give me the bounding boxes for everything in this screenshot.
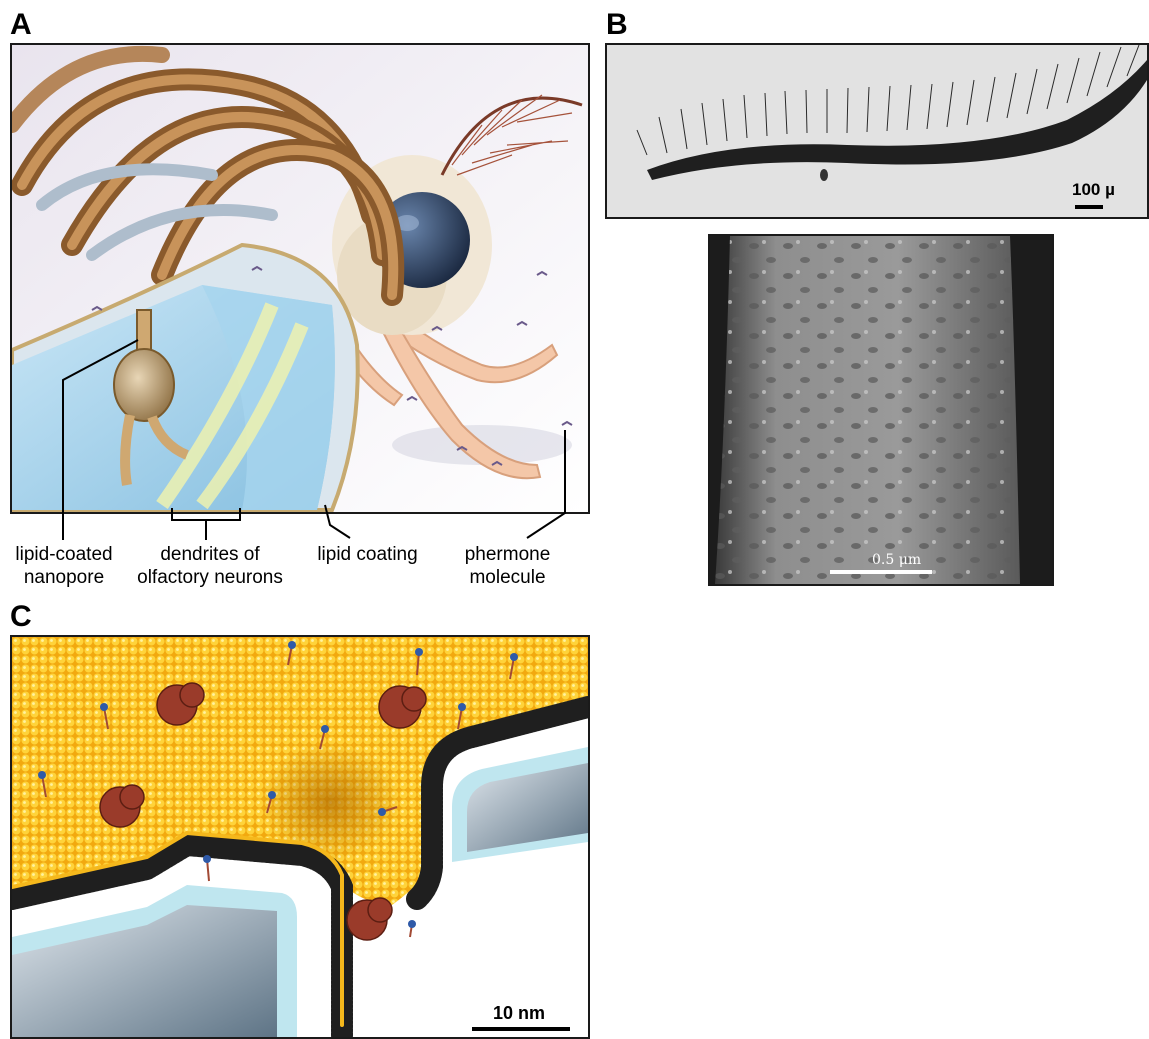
scale-label-100-micron: 100 µ [1072,180,1115,199]
scale-label-0-5-micron: 0.5 μm [872,552,921,568]
panel-c-lipid-bilayer: 10 nm [10,635,590,1039]
panel-b-antenna-micrograph: 100 µ [605,43,1149,219]
label-lipid-coating: lipid coating [305,543,430,566]
panel-b-sem-sensillum: 0.5 μm [708,234,1054,586]
scale-label-10-nm: 10 nm [493,1003,545,1023]
